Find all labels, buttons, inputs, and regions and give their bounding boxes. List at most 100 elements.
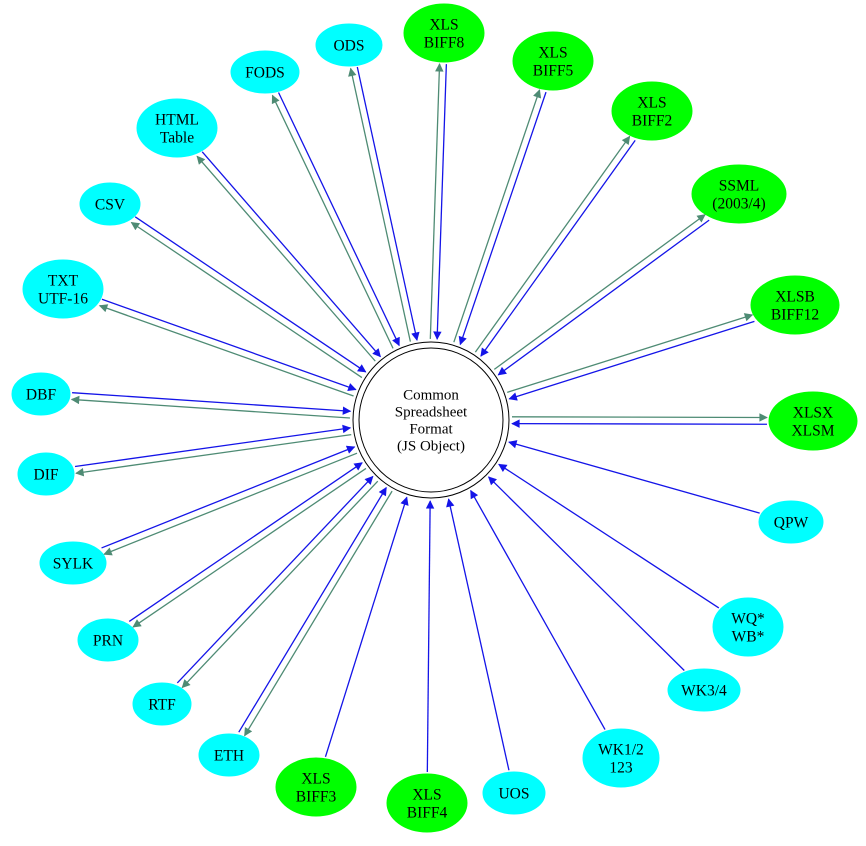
format-node-shape-xls-biff4 xyxy=(386,773,468,833)
format-node-label-xls-biff8: BIFF8 xyxy=(424,35,465,52)
edge-read-wk34 xyxy=(487,476,685,671)
format-node-label-wq-wb: WB* xyxy=(732,629,765,646)
edge-write-html-table xyxy=(196,155,376,362)
edge-read-txt-utf16 xyxy=(101,298,357,392)
edge-write-sylk xyxy=(103,452,358,556)
format-node-label-rtf: RTF xyxy=(148,697,176,714)
format-node-shape-qpw xyxy=(758,500,824,544)
format-node-label-wk12-123: WK1/2 xyxy=(598,742,644,759)
edge-read-ods xyxy=(356,66,420,341)
format-node-label-xls-biff3: BIFF3 xyxy=(296,789,337,806)
format-node-shape-xlsx-xlsm xyxy=(768,391,858,451)
format-node-label-wk12-123: 123 xyxy=(609,760,633,777)
center-node-label-line: Format xyxy=(409,422,453,438)
edge-read-csv xyxy=(134,216,367,373)
format-node-label-xls-biff5: XLS xyxy=(538,45,567,62)
edge-read-xls-biff5 xyxy=(458,91,547,346)
format-node-label-uos: UOS xyxy=(498,786,529,803)
format-node-label-wq-wb: WQ* xyxy=(731,611,765,628)
format-node-label-dbf: DBF xyxy=(26,387,57,404)
format-node-label-csv: CSV xyxy=(95,197,126,214)
format-node-rtf: RTF xyxy=(132,682,192,726)
edge-read-uos xyxy=(446,498,510,771)
edge-read-xlsx-xlsm xyxy=(511,419,767,428)
format-node-label-html-table: HTML xyxy=(155,112,199,129)
format-node-shape-eth xyxy=(198,733,260,777)
edge-read-html-table xyxy=(201,151,381,358)
edge-write-csv xyxy=(130,221,363,379)
format-node-shape-wk12-123 xyxy=(582,728,660,788)
format-node-ods: ODS xyxy=(315,23,383,67)
format-node-label-wk34: WK3/4 xyxy=(681,683,727,700)
format-node-ssml: SSML(2003/4) xyxy=(691,164,787,224)
format-node-label-dif: DIF xyxy=(34,467,59,484)
edge-write-txt-utf16 xyxy=(98,304,354,397)
format-node-label-xlsx-xlsm: XLSX xyxy=(793,405,833,422)
edge-read-prn xyxy=(128,462,363,622)
edge-read-rtf xyxy=(176,475,374,684)
format-node-label-xls-biff2: XLS xyxy=(637,95,666,112)
edge-read-dbf xyxy=(72,392,352,415)
edge-read-xlsb-biff12 xyxy=(508,320,755,401)
format-node-dbf: DBF xyxy=(11,372,71,416)
format-node-label-sylk: SYLK xyxy=(53,556,94,573)
format-node-wk34: WK3/4 xyxy=(667,668,741,712)
format-node-shape-sylk xyxy=(39,541,107,585)
format-node-label-fods: FODS xyxy=(245,65,285,82)
format-node-label-xlsb-biff12: XLSB xyxy=(775,289,815,306)
format-node-uos: UOS xyxy=(482,771,546,815)
format-node-label-ods: ODS xyxy=(333,38,364,55)
format-node-csv: CSV xyxy=(79,182,141,226)
edge-write-ods xyxy=(348,67,412,342)
format-node-label-ssml: SSML xyxy=(719,178,760,195)
edge-write-ssml xyxy=(493,214,706,370)
format-node-label-html-table: Table xyxy=(160,130,194,147)
format-node-wq-wb: WQ*WB* xyxy=(712,597,784,657)
edge-read-wk12-123 xyxy=(470,489,606,730)
edge-read-eth xyxy=(238,486,387,733)
format-node-prn: PRN xyxy=(77,618,139,662)
format-node-shape-prn xyxy=(77,618,139,662)
format-node-label-xls-biff4: XLS xyxy=(412,787,441,804)
format-node-label-xls-biff4: BIFF4 xyxy=(407,805,448,822)
edge-read-xls-biff3 xyxy=(324,496,409,758)
format-node-shape-wk34 xyxy=(667,668,741,712)
format-node-shape-html-table xyxy=(136,98,218,158)
edge-read-dif xyxy=(74,424,352,468)
edge-read-ssml xyxy=(497,219,710,376)
edge-write-xls-biff5 xyxy=(453,89,542,343)
edge-read-xls-biff8 xyxy=(433,64,448,341)
format-node-shape-xls-biff5 xyxy=(512,31,594,91)
edge-write-fods xyxy=(271,94,394,349)
format-node-shape-uos xyxy=(482,771,546,815)
format-node-label-xls-biff5: BIFF5 xyxy=(533,63,574,80)
edge-read-sylk xyxy=(101,445,356,549)
format-node-shape-dbf xyxy=(11,372,71,416)
center-node-outer-circle xyxy=(352,341,510,499)
format-node-shape-dif xyxy=(17,452,75,496)
format-node-shape-xlsb-biff12 xyxy=(750,275,840,335)
center-node-label-line: (JS Object) xyxy=(397,439,465,455)
format-node-label-qpw: QPW xyxy=(774,515,809,532)
edge-write-xlsx-xlsm xyxy=(512,413,768,422)
format-node-label-xlsx-xlsm: XLSM xyxy=(791,423,834,440)
edge-write-eth xyxy=(244,490,393,737)
center-node-label-line: Spreadsheet xyxy=(395,405,468,421)
format-node-shape-csv xyxy=(79,182,141,226)
format-node-shape-wq-wb xyxy=(712,597,784,657)
edge-read-fods xyxy=(277,92,400,347)
format-node-label-txt-utf16: UTF-16 xyxy=(38,291,88,308)
format-node-shape-ssml xyxy=(691,164,787,224)
format-node-label-xls-biff8: XLS xyxy=(429,17,458,34)
format-node-sylk: SYLK xyxy=(39,541,107,585)
format-node-label-txt-utf16: TXT xyxy=(48,273,79,290)
format-node-shape-xls-biff8 xyxy=(403,3,485,63)
format-node-shape-ods xyxy=(315,23,383,67)
